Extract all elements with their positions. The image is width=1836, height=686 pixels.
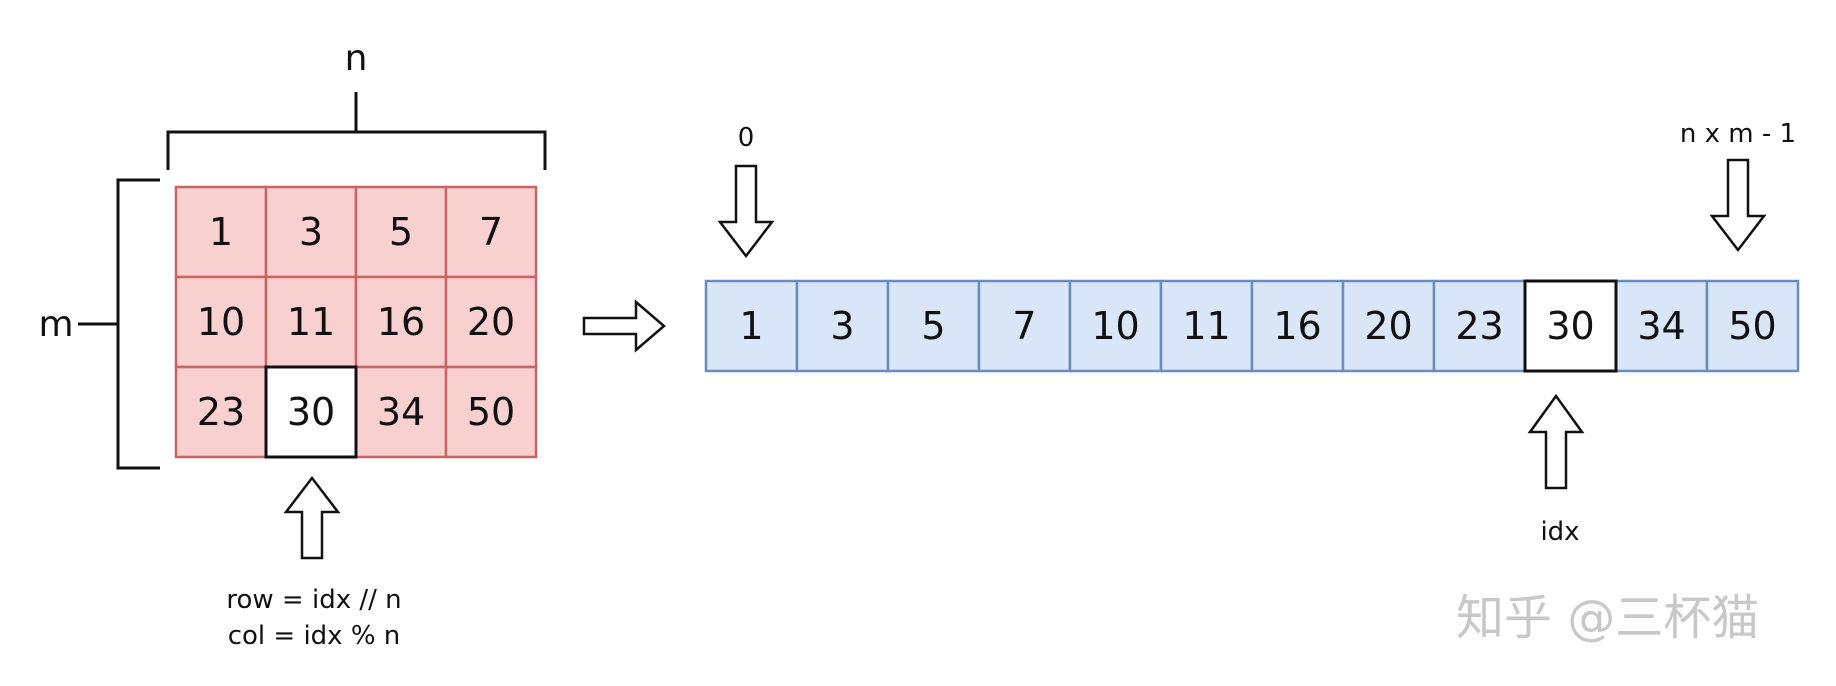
array-cell [886,279,981,373]
array-cell [704,279,799,373]
array-cell [977,279,1072,373]
array-cell-value: 3 [830,304,854,348]
matrix-cell [444,185,538,279]
array-cell [1705,279,1800,373]
width-bracket [166,92,547,170]
matrix-cell [174,365,268,459]
watermark: 知乎 @三杯猫 [1456,590,1759,646]
array-cell-value: 1 [739,304,763,348]
array-cell-value: 16 [1273,304,1321,348]
idx-label: idx [1540,517,1579,547]
matrix-cell-value: 30 [287,390,335,434]
idx-up-arrow-icon [1527,393,1585,490]
array-cell-value: 20 [1364,304,1412,348]
matrix-cell-value: 20 [467,300,515,344]
array-cell-value: 10 [1091,304,1139,348]
start-down-arrow-icon [717,164,775,259]
start-index-label: 0 [738,123,755,153]
end-down-arrow-icon [1709,158,1767,253]
matrix-highlight-border [264,365,358,459]
matrix-cell [444,275,538,369]
end-index-label: n x m - 1 [1680,119,1796,149]
transform-arrow-icon [582,299,666,353]
matrix-cell [264,275,358,369]
array-highlight-border [1523,279,1618,373]
array-cell [1614,279,1709,373]
array-cell-value: 5 [921,304,945,348]
matrix-cell-value: 11 [287,300,335,344]
matrix-cell-value: 16 [377,300,425,344]
height-label: m [38,304,73,345]
height-bracket [78,178,160,470]
flat-array: 1 3 5 7 10 11 16 20 23 30 34 50 [704,279,1800,373]
row-formula: row = idx // n [226,585,401,615]
array-cell-value: 30 [1546,304,1594,348]
width-label: n [345,38,368,79]
matrix-cell-value: 3 [299,210,323,254]
matrix-cell-value: 23 [197,390,245,434]
matrix-cell [174,185,268,279]
matrix-cell-value: 1 [209,210,233,254]
array-cell-value: 50 [1728,304,1776,348]
matrix-up-arrow-icon [283,475,341,560]
array-cell-value: 7 [1012,304,1036,348]
col-formula: col = idx % n [228,621,401,651]
array-cell [1341,279,1436,373]
array-cell-value: 11 [1182,304,1230,348]
matrix-cell-value: 34 [377,390,425,434]
array-cell [1250,279,1345,373]
matrix-grid: 1 3 5 7 10 11 16 20 23 30 34 50 [174,185,538,459]
matrix-cell-value: 5 [389,210,413,254]
matrix-cell-value: 7 [479,210,503,254]
array-cell-value: 23 [1455,304,1503,348]
matrix-cell [264,185,358,279]
matrix-cell-value: 50 [467,390,515,434]
matrix-cell [444,365,538,459]
matrix-cell-value: 10 [197,300,245,344]
array-cell-value: 34 [1637,304,1685,348]
array-cell [1159,279,1254,373]
array-cell [1068,279,1163,373]
